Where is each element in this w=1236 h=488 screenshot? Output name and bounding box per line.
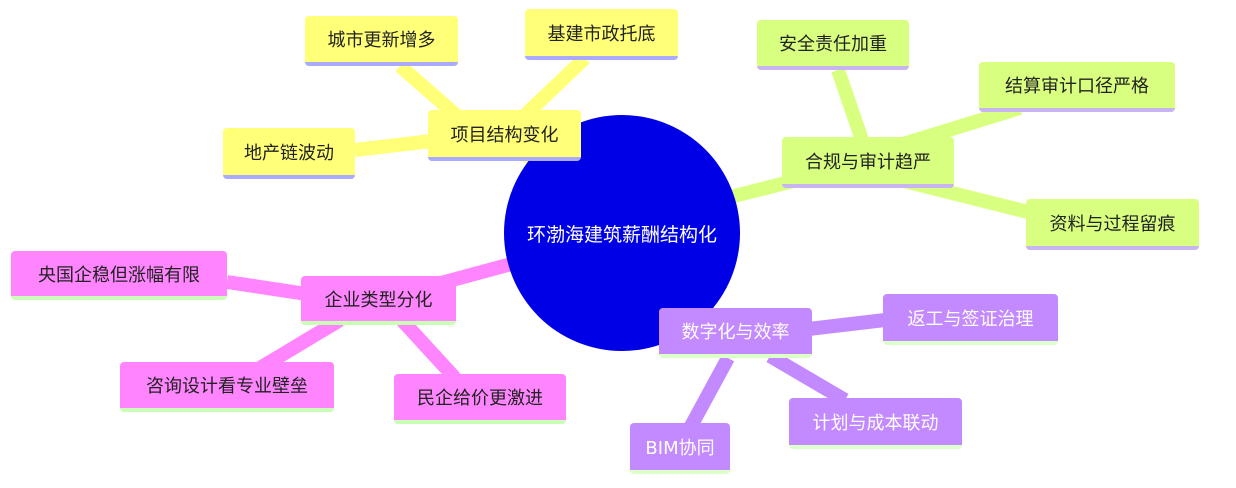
branch-digital[interactable]: 数字化与效率 xyxy=(659,308,812,358)
node-records[interactable]: 资料与过程留痕 xyxy=(1026,199,1199,250)
node-soe[interactable]: 央国企稳但涨幅有限 xyxy=(11,251,227,300)
node-private[interactable]: 民企给价更激进 xyxy=(394,374,566,424)
node-real-estate[interactable]: 地产链波动 xyxy=(223,128,355,179)
node-infrastructure[interactable]: 基建市政托底 xyxy=(525,9,678,60)
node-plan-cost[interactable]: 计划与成本联动 xyxy=(789,398,962,449)
node-bim[interactable]: BIM协同 xyxy=(630,423,730,474)
node-rework[interactable]: 返工与签证治理 xyxy=(883,294,1058,345)
node-settlement-audit[interactable]: 结算审计口径严格 xyxy=(979,62,1175,112)
node-urban-renewal[interactable]: 城市更新增多 xyxy=(305,16,458,66)
node-consulting[interactable]: 咨询设计看专业壁垒 xyxy=(120,362,334,412)
node-safety[interactable]: 安全责任加重 xyxy=(757,20,909,70)
branch-company-type[interactable]: 企业类型分化 xyxy=(301,276,456,325)
branch-project-structure[interactable]: 项目结构变化 xyxy=(428,110,581,161)
branch-compliance[interactable]: 合规与审计趋严 xyxy=(782,137,954,188)
